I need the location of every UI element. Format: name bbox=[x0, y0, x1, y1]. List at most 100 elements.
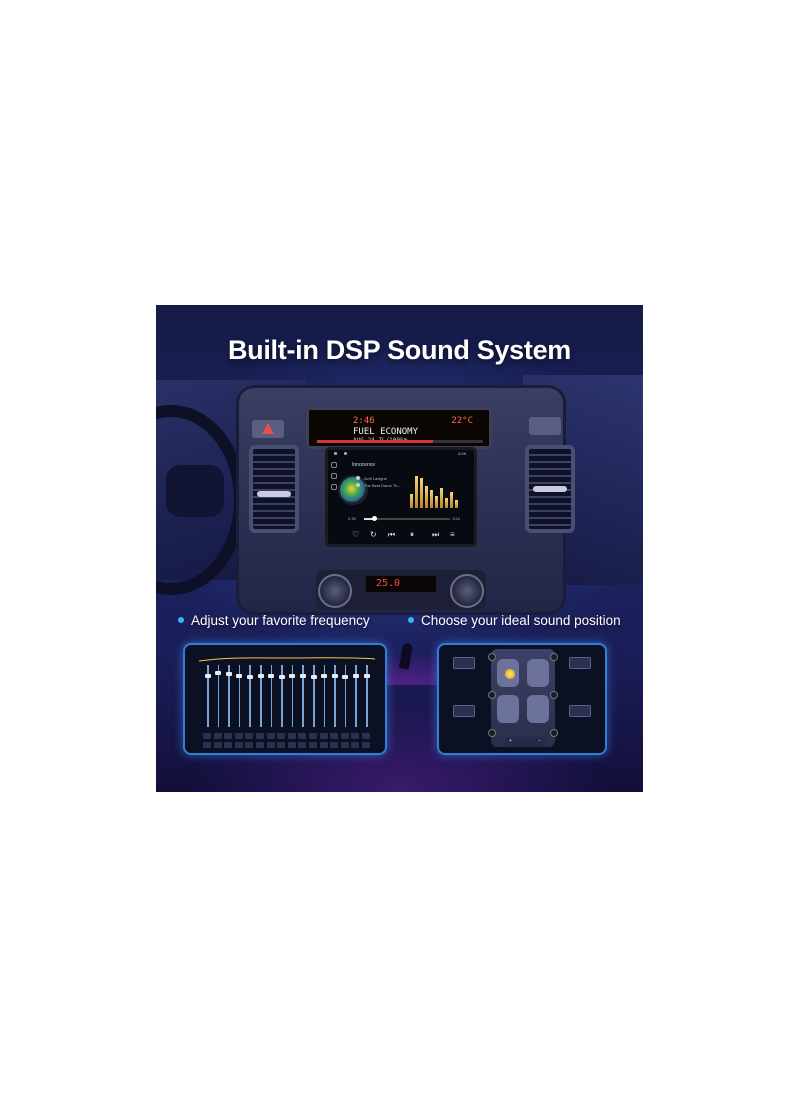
pause-icon: ⏸ bbox=[410, 530, 414, 539]
hazard-button-right bbox=[529, 417, 561, 435]
time-current: 0:36 bbox=[348, 516, 356, 521]
eq-band-cell bbox=[203, 733, 211, 739]
eq-band-cell bbox=[224, 742, 233, 748]
eq-band-cell bbox=[256, 733, 264, 739]
eq-slider-track[interactable] bbox=[344, 665, 347, 727]
album-icon bbox=[356, 483, 360, 487]
eq-band-cell bbox=[287, 742, 296, 748]
status-bar: 6:56 bbox=[328, 450, 474, 458]
speaker-icon bbox=[488, 653, 496, 661]
progress-fill bbox=[364, 518, 375, 520]
eq-slider-track[interactable] bbox=[302, 665, 304, 727]
position-controls: + − bbox=[505, 737, 545, 747]
eq-slider-knob[interactable] bbox=[289, 673, 296, 678]
eq-band-cell bbox=[309, 742, 317, 748]
progress-knob bbox=[372, 516, 378, 521]
eq-slider-knob[interactable] bbox=[246, 674, 253, 679]
album-art bbox=[340, 477, 366, 503]
eq-slider-track[interactable] bbox=[313, 665, 315, 727]
eq-band-cell bbox=[266, 733, 275, 739]
eq-slider-knob[interactable] bbox=[268, 674, 275, 679]
head-unit-screen: 6:56 Innocence Avril Lavigne The Best Da… bbox=[325, 447, 477, 547]
eq-band-cell bbox=[234, 733, 243, 739]
raised-hand bbox=[398, 642, 414, 670]
eq-slider-track[interactable] bbox=[281, 665, 283, 727]
eq-slider-track[interactable] bbox=[355, 665, 357, 727]
feature-sound-position: Choose your ideal sound position bbox=[408, 613, 621, 628]
eq-slider-knob[interactable] bbox=[331, 674, 338, 679]
eq-slider-track[interactable] bbox=[334, 665, 336, 727]
climate-temp: 25.0 bbox=[376, 578, 401, 589]
eq-slider-track[interactable] bbox=[323, 665, 326, 727]
eq-band-cell bbox=[277, 742, 286, 748]
eq-band-cell bbox=[256, 742, 264, 748]
eq-band-cell bbox=[213, 733, 222, 739]
eq-band-cell bbox=[340, 733, 349, 739]
artist-icon bbox=[356, 476, 360, 480]
eq-slider-track[interactable] bbox=[228, 665, 230, 727]
spectrum-bar bbox=[420, 478, 423, 508]
eq-slider-track[interactable] bbox=[260, 665, 262, 727]
eq-band-cell bbox=[234, 742, 243, 748]
eq-slider-knob[interactable] bbox=[278, 674, 285, 679]
eq-slider-knob[interactable] bbox=[225, 672, 232, 677]
eq-slider-track[interactable] bbox=[291, 665, 294, 727]
eq-slider-track[interactable] bbox=[366, 665, 368, 727]
climate-display: 25.0 bbox=[366, 576, 436, 592]
eq-slider-knob[interactable] bbox=[236, 673, 243, 678]
poster: 2:46 22°C FUEL ECONOMY AVG 24.7L/100km 6… bbox=[156, 305, 643, 792]
air-vent-left bbox=[249, 445, 299, 533]
spectrum-bar bbox=[410, 494, 413, 508]
bluetooth-icon bbox=[331, 462, 337, 468]
eq-slider-track[interactable] bbox=[217, 665, 220, 727]
eq-band-cell bbox=[203, 742, 211, 748]
info-display: 2:46 22°C FUEL ECONOMY AVG 24.7L/100km bbox=[306, 407, 492, 449]
feature-frequency: Adjust your favorite frequency bbox=[178, 613, 370, 628]
eq-band-cell bbox=[330, 733, 339, 739]
eq-band-cell bbox=[287, 733, 296, 739]
previous-icon: ⏮ bbox=[388, 530, 396, 539]
plus-icon: + bbox=[509, 738, 512, 744]
time-total: 3:54 bbox=[452, 516, 460, 521]
speaker-icon bbox=[550, 729, 558, 737]
spectrum-bar bbox=[445, 498, 448, 508]
list-icon: ≡ bbox=[450, 530, 455, 539]
eq-slider-track[interactable] bbox=[207, 665, 209, 727]
hazard-triangle-icon bbox=[262, 423, 274, 434]
eq-slider-knob[interactable] bbox=[299, 674, 306, 679]
spectrum-bar bbox=[450, 492, 453, 508]
eq-band-cell bbox=[309, 733, 317, 739]
speaker-front-left bbox=[453, 657, 475, 669]
eq-band-cell bbox=[213, 742, 222, 748]
home-icon bbox=[334, 452, 337, 455]
seat-rear-right bbox=[527, 695, 549, 723]
info-temp: 22°C bbox=[451, 416, 473, 426]
eq-slider-knob[interactable] bbox=[363, 674, 370, 679]
seat-front-right bbox=[527, 659, 549, 687]
eq-slider-knob[interactable] bbox=[310, 674, 317, 679]
eq-slider-track[interactable] bbox=[238, 665, 241, 727]
seat-rear-left bbox=[497, 695, 519, 723]
eq-slider-knob[interactable] bbox=[204, 674, 211, 679]
car-top-view bbox=[488, 649, 558, 747]
eq-slider-knob[interactable] bbox=[321, 673, 328, 678]
progress-bar bbox=[364, 516, 450, 521]
eq-slider-knob[interactable] bbox=[342, 674, 349, 679]
eq-slider-track[interactable] bbox=[249, 665, 251, 727]
back-icon bbox=[344, 452, 347, 455]
speaker-icon bbox=[488, 729, 496, 737]
eq-band-cell bbox=[277, 733, 286, 739]
steering-hub bbox=[166, 465, 224, 517]
eq-slider-knob[interactable] bbox=[215, 671, 222, 676]
eq-band-cell bbox=[319, 733, 328, 739]
favorite-icon: ♡ bbox=[352, 530, 360, 539]
eq-band-cell bbox=[298, 733, 307, 739]
eq-slider-knob[interactable] bbox=[352, 673, 359, 678]
info-line-1: FUEL ECONOMY bbox=[353, 427, 419, 437]
sound-position-panel: + − bbox=[437, 643, 607, 755]
eq-band-cell bbox=[362, 742, 370, 748]
eq-slider-knob[interactable] bbox=[257, 673, 264, 678]
eq-slider-track[interactable] bbox=[270, 665, 273, 727]
eq-band-cell bbox=[298, 742, 307, 748]
climate-knob-right bbox=[450, 574, 484, 608]
